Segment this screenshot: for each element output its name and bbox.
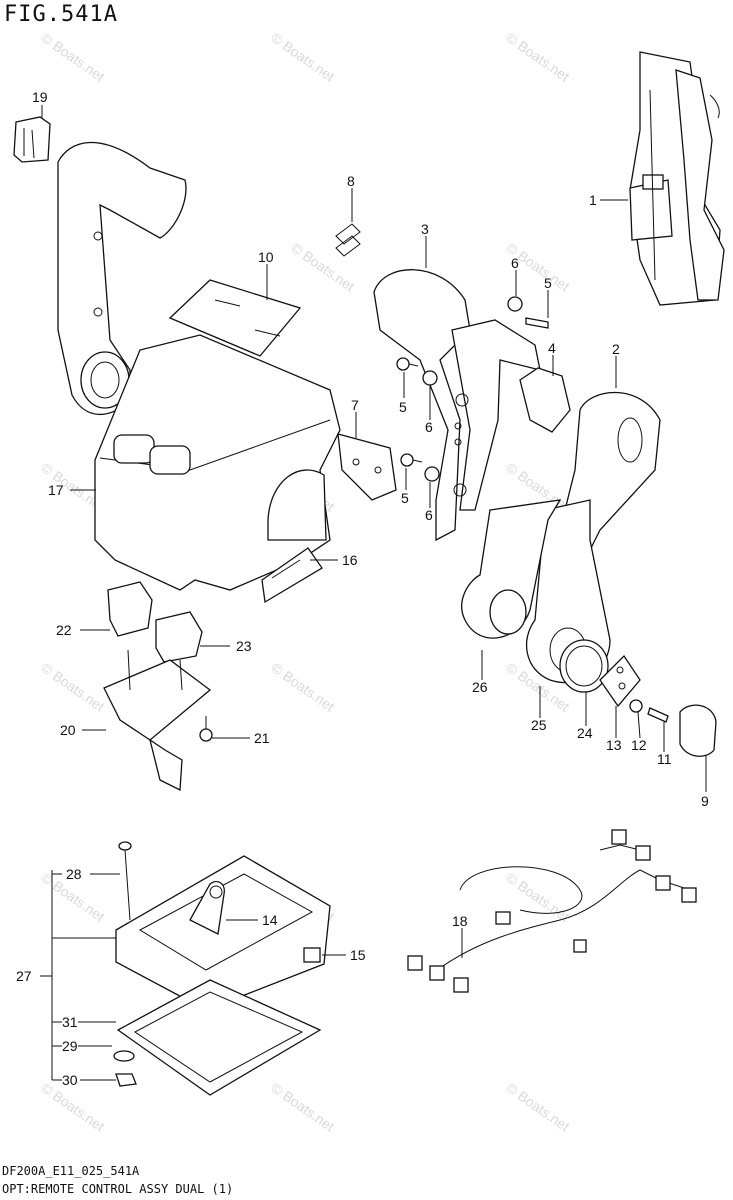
part-3-lever [373,269,541,542]
callout-3: 3 [421,221,429,237]
callout-13: 13 [606,737,622,753]
figure-caption: OPT:REMOTE CONTROL ASSY DUAL (1) [2,1182,234,1196]
part-27-base [113,841,331,1096]
watermark-text: © Boats.net [268,29,337,84]
callout-29: 29 [62,1038,78,1054]
callout-19: 19 [32,89,48,105]
part-20-housing [103,649,212,792]
callout-24: 24 [577,725,593,741]
callout-numbers: 1 2 3 4 5 5 5 6 6 6 7 8 9 10 11 12 13 14… [16,89,709,1088]
figure-code: DF200A_E11_025_541A [2,1164,140,1178]
part-16 [261,547,323,604]
callout-2: 2 [612,341,620,357]
watermark-text: © Boats.net [268,1079,337,1134]
callout-15: 15 [350,947,366,963]
callout-25: 25 [531,717,547,733]
callout-6b: 6 [425,419,433,435]
watermark-text: © Boats.net [288,239,357,294]
callout-18: 18 [452,913,468,929]
callout-10: 10 [258,249,274,265]
callout-7: 7 [351,397,359,413]
callout-20: 20 [60,722,76,738]
callout-27: 27 [16,968,32,984]
callout-17: 17 [48,482,64,498]
part-remote-control-assy [629,51,725,306]
part-19 [13,116,51,163]
callout-31: 31 [62,1014,78,1030]
callout-22: 22 [56,622,72,638]
callout-14: 14 [262,912,278,928]
callout-5c: 5 [401,490,409,506]
callout-26: 26 [472,679,488,695]
watermark-text: © Boats.net [503,29,572,84]
fasteners-5-6 [396,296,549,482]
watermark-text: © Boats.net [503,1079,572,1134]
part-18-harness [407,829,697,993]
fig-title: FIG.541A [4,2,118,27]
watermark-text: © Boats.net [38,29,107,84]
part-26-lever [461,499,562,639]
callout-23: 23 [236,638,252,654]
part-22 [107,581,153,637]
callout-21: 21 [254,730,270,746]
part-21-screw [199,716,213,742]
callout-4: 4 [548,340,556,356]
part-8-decal [335,223,361,257]
callout-11: 11 [657,751,672,767]
callout-5a: 5 [544,275,552,291]
parts-24-13-12-11-9 [559,639,717,757]
callout-1: 1 [589,192,597,208]
part-23 [155,611,203,663]
callout-6a: 6 [511,255,519,271]
leader-lines [40,105,707,1081]
watermark-text: © Boats.net [268,659,337,714]
watermark-text: © Boats.net [38,659,107,714]
callout-8: 8 [347,173,355,189]
callout-12: 12 [631,737,647,753]
callout-16: 16 [342,552,358,568]
callout-28: 28 [66,866,82,882]
part-4-knob [519,367,571,433]
callout-30: 30 [62,1072,78,1088]
watermark-text: © Boats.net [503,869,572,924]
part-17-cover [94,334,341,591]
callout-5b: 5 [399,399,407,415]
callout-9: 9 [701,793,709,809]
part-7-bracket [337,433,397,501]
callout-6c: 6 [425,507,433,523]
part-lever-left [57,141,187,416]
